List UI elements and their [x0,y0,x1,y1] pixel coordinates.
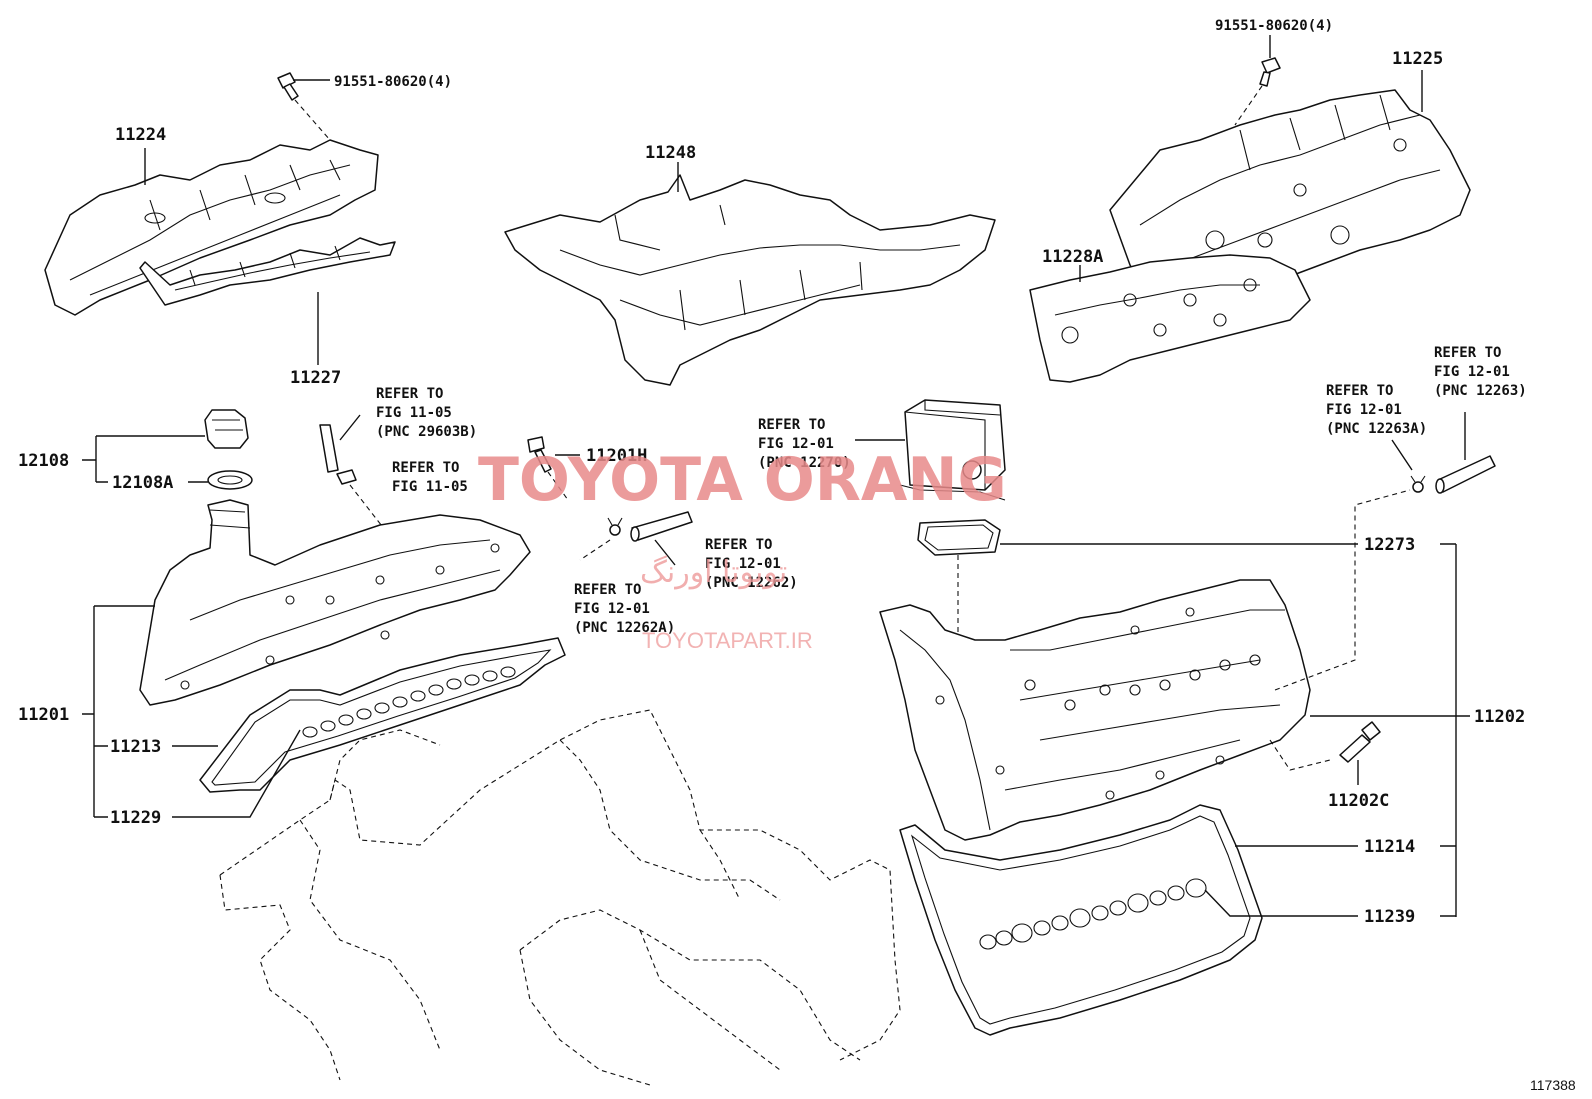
part-labels: 11224 11227 11248 11225 11228A 12108 121… [18,18,1525,927]
ref-12263-line2: FIG 12-01 [1434,364,1510,380]
part-11248-insulator [504,174,996,386]
label-11227: 11227 [290,368,341,388]
part-11229-seals [302,666,516,738]
bolt-11202C-icon [1339,721,1381,785]
label-12273: 12273 [1364,535,1415,555]
ref-12262A-line1: REFER TO [574,582,641,598]
reference-notes: REFER TO FIG 11-05 (PNC 29603B) REFER TO… [376,345,1527,636]
ref-29603B-line2: FIG 11-05 [376,405,452,421]
label-11201H: 11201H [586,446,647,466]
label-11228A: 11228A [1042,247,1103,267]
ref-1105-line1: REFER TO [392,460,459,476]
label-11213: 11213 [110,737,161,757]
label-11248: 11248 [645,143,696,163]
engine-block-outline [219,709,901,1086]
ref-12262A-line2: FIG 12-01 [574,601,650,617]
ref-29603B-line1: REFER TO [376,386,443,402]
label-bolt-left: 91551-80620(4) [334,74,452,90]
part-12270-box [899,399,1006,501]
ref-12262A-line3: (PNC 12262A) [574,620,675,636]
ref-12270-line1: REFER TO [758,417,825,433]
ref-12263A-line1: REFER TO [1326,383,1393,399]
part-11227-plate [139,237,396,306]
watermark-brand: TOYOTA ORANG [478,445,1007,515]
bolt-11201H-icon [527,436,569,501]
watermark: TOYOTA ORANG تویوتا اورنگ TOYOTAPART.IR [478,445,1007,653]
label-12108: 12108 [18,451,69,471]
label-12108A: 12108A [112,473,173,493]
part-11214-gasket [899,804,1263,1036]
part-11228A-plate [1029,254,1311,383]
hose-29603B-icon [319,414,361,473]
ref-29603B-line3: (PNC 29603B) [376,424,477,440]
part-11213-gasket [199,637,566,793]
ref-12263-line1: REFER TO [1434,345,1501,361]
ref-12262-line3: (PNC 12262) [705,575,798,591]
leader-lines [82,70,1470,917]
label-11202: 11202 [1474,707,1525,727]
hose-12263-icon [1435,455,1496,494]
ref-12263A-line2: FIG 12-01 [1326,402,1402,418]
part-11224-cover [44,139,379,316]
watermark-persian: تویوتا اورنگ [640,555,787,590]
clip-12262A-icon [579,517,623,561]
cap-gasket-icon [207,470,253,490]
clip-1105-icon [336,469,386,531]
label-11214: 11214 [1364,837,1415,857]
label-11201: 11201 [18,705,69,725]
bolt-left-icon [277,72,331,141]
figure-number: 117388 [1530,1077,1576,1093]
label-11224: 11224 [115,125,166,145]
ref-12270-line2: FIG 12-01 [758,436,834,452]
part-11202-cover [879,489,1411,841]
part-12273-gasket [917,519,1001,640]
part-11239-seals [979,878,1207,950]
ref-12270-line3: (PNC 12270) [758,455,851,471]
bolt-right-icon [1234,35,1281,126]
watermark-url: TOYOTAPART.IR [642,628,813,653]
ref-1105-line2: FIG 11-05 [392,479,468,495]
ref-12262-line1: REFER TO [705,537,772,553]
label-11202C: 11202C [1328,791,1389,811]
clip-12263A-icon [1410,475,1426,493]
oil-filler-cap-icon [204,409,249,449]
label-bolt-right: 91551-80620(4) [1215,18,1333,34]
label-11225: 11225 [1392,49,1443,69]
ref-12263-line3: (PNC 12263) [1434,383,1527,399]
ref-12262-line2: FIG 12-01 [705,556,781,572]
label-11229: 11229 [110,808,161,828]
ref-12263A-line3: (PNC 12263A) [1326,421,1427,437]
hose-12262-icon [630,511,693,566]
part-11201-cover [139,499,531,706]
label-11239: 11239 [1364,907,1415,927]
